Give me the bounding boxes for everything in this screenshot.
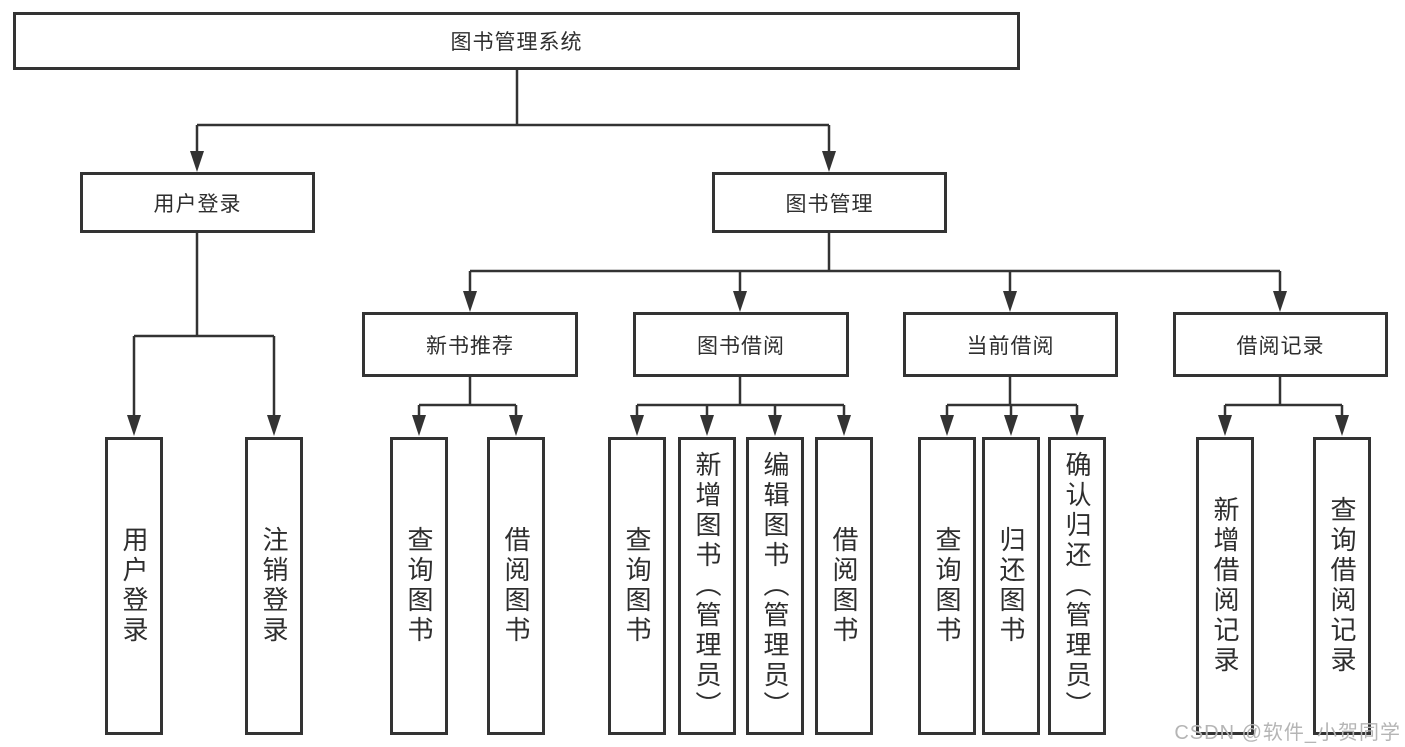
leaf-query-books: 查询图书 — [608, 437, 666, 735]
leaf-query-books: 查询图书 — [918, 437, 976, 735]
leaf-confirm-return-admin: 确认归还（管理员） — [1048, 437, 1106, 735]
node-book-management-system: 图书管理系统 — [13, 12, 1020, 70]
leaf-query-borrow-record: 查询借阅记录 — [1313, 437, 1371, 735]
leaf-edit-book-admin: 编辑图书（管理员） — [746, 437, 804, 735]
node-borrowing-records: 借阅记录 — [1173, 312, 1388, 377]
leaf-user-login: 用户登录 — [105, 437, 163, 735]
leaf-query-books: 查询图书 — [390, 437, 448, 735]
leaf-logout: 注销登录 — [245, 437, 303, 735]
leaf-return-books: 归还图书 — [982, 437, 1040, 735]
node-current-borrowing: 当前借阅 — [903, 312, 1118, 377]
leaf-add-book-admin: 新增图书（管理员） — [678, 437, 736, 735]
node-book-borrowing: 图书借阅 — [633, 312, 849, 377]
connector-lines — [132, 70, 1344, 418]
leaf-borrow-books: 借阅图书 — [487, 437, 545, 735]
node-book-management: 图书管理 — [712, 172, 947, 233]
arrowheads — [127, 151, 1349, 436]
node-new-book-recommend: 新书推荐 — [362, 312, 578, 377]
node-user-login: 用户登录 — [80, 172, 315, 233]
leaf-borrow-books: 借阅图书 — [815, 437, 873, 735]
leaf-add-borrow-record: 新增借阅记录 — [1196, 437, 1254, 735]
csdn-watermark: CSDN @软件_小贺同学 — [1174, 722, 1401, 744]
